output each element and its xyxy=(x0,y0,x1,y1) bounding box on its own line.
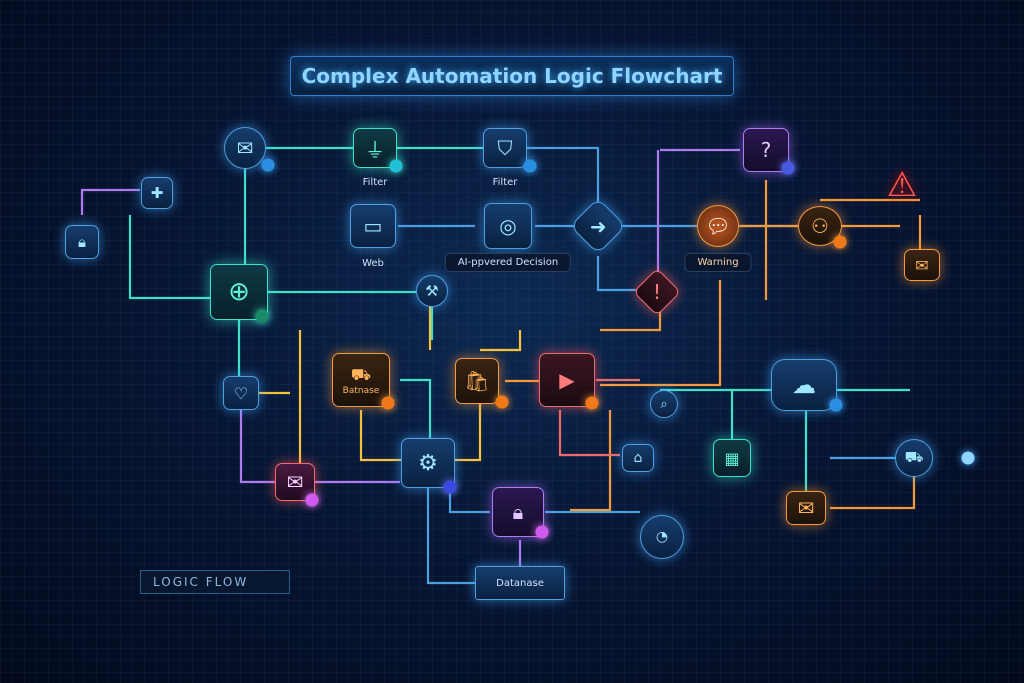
question-node[interactable]: ? xyxy=(743,128,789,172)
radar-node: ◔ xyxy=(640,515,684,559)
search-node[interactable]: ⌕ xyxy=(650,390,678,418)
tools-icon: ⚒ xyxy=(425,282,439,300)
database-node-2[interactable]: Datanase xyxy=(475,566,565,600)
filter-label-1: Filter xyxy=(362,177,388,188)
tools-node[interactable]: ⚒ xyxy=(416,275,448,307)
logic-flow-text: LOGIC FLOW xyxy=(153,575,249,589)
person-icon: ⚇ xyxy=(811,214,829,238)
port-dot xyxy=(389,159,403,173)
port-dot xyxy=(523,159,537,173)
alert-triangle-icon: ⚠ xyxy=(886,165,918,205)
warning-node[interactable]: 💬︎ xyxy=(697,205,739,247)
gear-icon: ⚙ xyxy=(418,450,438,476)
box-icon: ⛟ xyxy=(904,448,924,466)
home-icon: ⌂ xyxy=(633,450,643,466)
blue-connectors xyxy=(398,146,914,585)
target-gear-icon: ⊕ xyxy=(228,277,250,307)
database-label-2: Datanase xyxy=(496,577,544,589)
port-dot xyxy=(833,235,847,249)
lock-node[interactable]: 🔒︎ xyxy=(65,225,99,259)
cart-icon: ⛟ xyxy=(350,364,372,384)
ai-decision-node[interactable]: ◎ xyxy=(484,203,532,249)
email-node[interactable]: ✉ xyxy=(224,127,266,169)
port-dot xyxy=(829,398,843,412)
puzzle-node[interactable]: ✚ xyxy=(141,177,173,209)
settings-node[interactable]: ⚙ xyxy=(401,438,455,488)
user-node[interactable]: ⚇ xyxy=(798,206,842,246)
bus-icon: ▭ xyxy=(363,214,383,238)
secure-node[interactable]: 🔒︎ xyxy=(492,487,544,537)
port-dot xyxy=(585,396,599,410)
database-node-1[interactable]: ⛟Batnase xyxy=(332,353,390,407)
heart-icon: ♡ xyxy=(233,383,249,403)
port-dot xyxy=(443,480,457,494)
question-icon: ? xyxy=(760,138,772,162)
shield-icon: ⛉ xyxy=(497,136,513,160)
warning-label: Warning xyxy=(684,253,752,272)
warning-triangle: ⚠ xyxy=(887,165,917,205)
filter-node-2[interactable]: ⛉ xyxy=(483,128,527,168)
red-connectors xyxy=(558,378,640,457)
heart-node[interactable]: ♡ xyxy=(223,376,259,410)
search-icon: ⌕ xyxy=(660,396,668,412)
cloud-icon: ☁ xyxy=(792,371,816,399)
port-dot xyxy=(255,309,269,323)
port-dot xyxy=(305,493,319,507)
building-node[interactable]: ▦ xyxy=(713,439,751,477)
radar-icon: ◔ xyxy=(655,529,669,545)
puzzle-icon: ✚ xyxy=(150,184,164,202)
port-dot xyxy=(781,161,795,175)
delivery-node[interactable]: ⛟ xyxy=(895,439,933,477)
building-icon: ▦ xyxy=(724,448,740,468)
envelope-icon: ✉ xyxy=(797,496,815,520)
video-node[interactable]: ▶ xyxy=(539,353,595,407)
play-icon: ▶ xyxy=(559,368,575,392)
purple-connectors xyxy=(80,148,740,570)
port-dot xyxy=(535,525,549,539)
database-label-1: Batnase xyxy=(342,385,380,396)
port-dot xyxy=(381,396,395,410)
port-dot xyxy=(961,451,975,465)
mail-node-orange[interactable]: ✉ xyxy=(904,249,940,281)
exclamation-icon: ! xyxy=(652,280,662,304)
filter-label-2: Filter xyxy=(492,177,518,188)
bag-icon: 🛍︎ xyxy=(464,369,490,393)
lock-icon: 🔒︎ xyxy=(78,233,86,251)
arrow-icon: ➜ xyxy=(589,213,607,238)
speech-bubble-icon: 💬︎ xyxy=(705,214,731,238)
envelope-icon: ✉ xyxy=(286,470,304,494)
logic-flow-badge: LOGIC FLOW xyxy=(140,570,290,594)
bag-node[interactable]: 🛍︎ xyxy=(455,358,499,404)
target-icon: ◎ xyxy=(499,214,517,238)
funnel-icon: ⏚ xyxy=(365,137,385,162)
mail-node-orange-2[interactable]: ✉ xyxy=(786,491,826,525)
envelope-icon: ✉ xyxy=(236,136,254,160)
port-dot xyxy=(261,158,275,172)
lock-icon: 🔒︎ xyxy=(512,500,524,524)
chart-node[interactable]: ⌂ xyxy=(622,444,654,472)
teal-connectors xyxy=(128,146,910,508)
envelope-icon: ✉ xyxy=(915,255,929,275)
ai-decision-label: AI-ppvered Decision xyxy=(444,253,572,272)
web-label: Web xyxy=(362,258,384,269)
page-title: Complex Automation Logic Flowchart xyxy=(290,56,734,96)
yellow-connectors xyxy=(241,290,522,470)
web-node[interactable]: ▭ xyxy=(350,204,396,248)
cloud-node[interactable]: ☁ xyxy=(771,359,837,411)
port-dot xyxy=(495,395,509,409)
